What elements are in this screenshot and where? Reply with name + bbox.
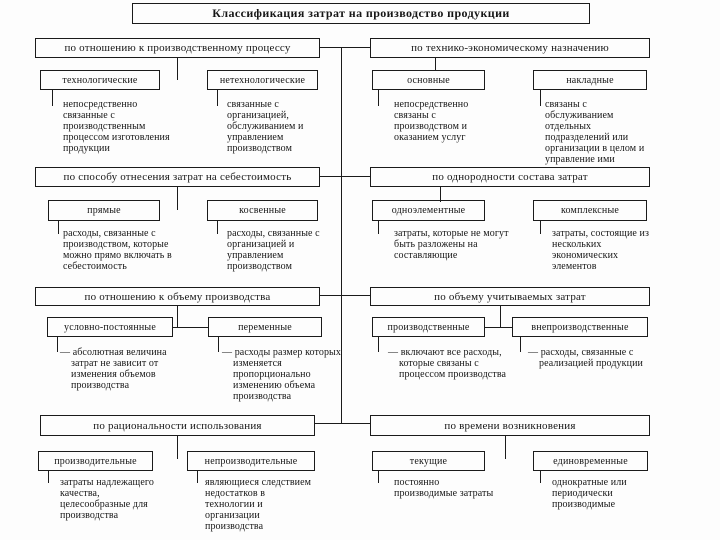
connector-line: [540, 471, 541, 483]
connector-line: [217, 221, 218, 234]
subcategory-box: прямые: [48, 200, 160, 221]
connector-line: [378, 471, 379, 483]
category-header: по объему учитываемых затрат: [370, 287, 650, 306]
category-header: по однородности состава затрат: [370, 167, 650, 187]
connector-line: [435, 58, 436, 71]
connector-line: [177, 436, 178, 459]
subcategory-box: непроизводительные: [187, 451, 315, 471]
subcategory-description: постоянно производимые затраты: [394, 477, 494, 499]
connector-line: [52, 90, 53, 106]
subcategory-description: расходы, связанные с организацией и упра…: [227, 228, 320, 272]
subcategory-box: единовременные: [533, 451, 648, 471]
connector-line: [341, 47, 342, 423]
subcategory-box: внепроизводственные: [512, 317, 648, 337]
connector-line: [320, 295, 370, 296]
connector-line: [440, 187, 441, 202]
connector-line: [500, 306, 501, 327]
subcategory-description: связаны с обслуживанием отдельных подраз…: [545, 99, 645, 165]
subcategory-description: — расходы, связанные с реализацией проду…: [528, 347, 643, 369]
connector-line: [57, 337, 58, 352]
connector-line: [540, 90, 541, 106]
subcategory-description: являющиеся следствием недостатков в техн…: [205, 477, 312, 532]
subcategory-description: непосредственно связанные с производстве…: [63, 99, 170, 154]
connector-line: [505, 436, 506, 459]
connector-line: [378, 221, 379, 234]
connector-line: [197, 471, 198, 483]
subcategory-box: косвенные: [207, 200, 318, 221]
subcategory-box: производительные: [38, 451, 153, 471]
connector-line: [540, 221, 541, 234]
category-header: по рациональности использования: [40, 415, 315, 436]
subcategory-description: — расходы размер которых изменяется проп…: [222, 347, 341, 402]
category-header: по технико-экономическому назначению: [370, 38, 650, 58]
subcategory-description: — включают все расходы, которые связаны …: [388, 347, 507, 380]
connector-line: [58, 221, 59, 234]
category-header: по способу отнесения затрат на себестоим…: [35, 167, 320, 187]
connector-line: [177, 58, 178, 80]
connector-line: [177, 306, 178, 327]
connector-line: [315, 423, 370, 424]
connector-line: [177, 187, 178, 210]
category-header: по отношению к производственному процесс…: [35, 38, 320, 58]
subcategory-description: расходы, связанные с производством, кото…: [63, 228, 172, 272]
subcategory-description: связанные с организацией, обслуживанием …: [227, 99, 304, 154]
connector-line: [378, 337, 379, 352]
subcategory-box: текущие: [372, 451, 485, 471]
connector-line: [218, 337, 219, 352]
connector-line: [217, 90, 218, 106]
subcategory-box: накладные: [533, 70, 647, 90]
connector-line: [320, 176, 370, 177]
subcategory-box: переменные: [208, 317, 322, 337]
subcategory-description: — абсолютная величина затрат не зависит …: [60, 347, 167, 391]
subcategory-box: технологические: [40, 70, 160, 90]
subcategory-description: затраты, которые не могут быть разложены…: [394, 228, 509, 261]
subcategory-description: однократные или периодически производимы…: [552, 477, 627, 510]
subcategory-description: затраты, состоящие из нескольких экономи…: [552, 228, 650, 272]
connector-line: [378, 90, 379, 106]
diagram-title: Классификация затрат на производство про…: [132, 3, 590, 24]
subcategory-box: основные: [372, 70, 485, 90]
category-header: по времени возникновения: [370, 415, 650, 436]
subcategory-box: комплексные: [533, 200, 647, 221]
category-header: по отношению к объему производства: [35, 287, 320, 306]
subcategory-description: непосредственно связаны с производством …: [394, 99, 469, 143]
connector-line: [320, 47, 370, 48]
subcategory-box: нетехнологические: [207, 70, 318, 90]
connector-line: [485, 327, 512, 328]
connector-line: [173, 327, 208, 328]
connector-line: [48, 471, 49, 483]
subcategory-box: условно-постоянные: [47, 317, 173, 337]
subcategory-box: производственные: [372, 317, 485, 337]
connector-line: [520, 337, 521, 352]
subcategory-box: одноэлементные: [372, 200, 485, 221]
subcategory-description: затраты надлежащего качества, целесообра…: [60, 477, 154, 521]
